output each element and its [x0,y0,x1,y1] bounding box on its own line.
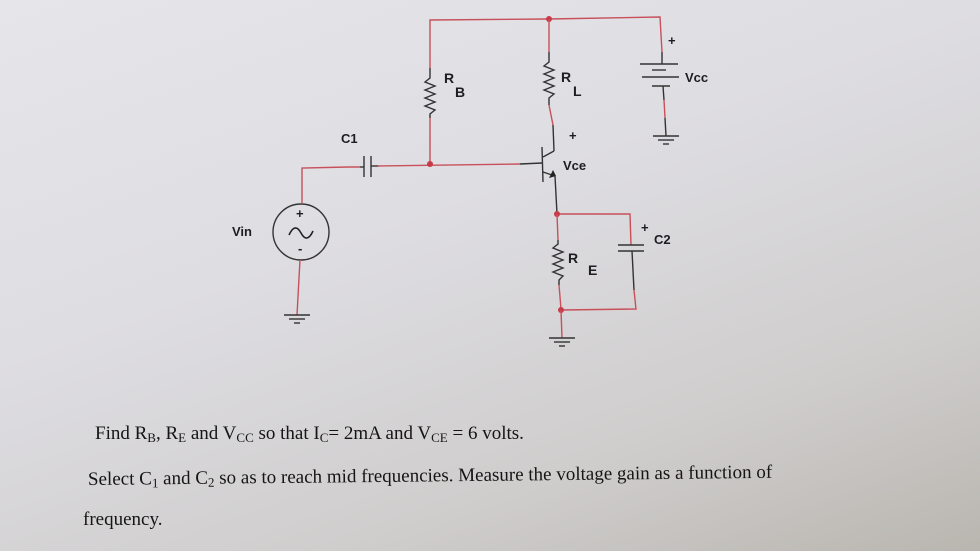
c1-label: C1 [341,131,358,146]
c2-label: C2 [654,232,671,247]
rl-label-sub: L [573,83,582,99]
subscript: B [147,430,156,445]
emitter-bottom-wire [560,289,637,311]
re-label-sub: E [588,262,597,278]
vcc-label: Vcc [685,70,708,85]
rl-label: R [561,69,571,85]
emitter-bypass-wire [557,213,632,246]
rb-label-sub: B [455,84,465,100]
circuit-schematic: R B R L + Vcc C1 [232,16,708,347]
text-segment: Find R [95,423,148,444]
resistor-rl [542,19,556,152]
capacitor-c1 [360,156,378,177]
vin-label: Vin [232,224,252,239]
vin-minus: - [298,241,302,256]
capacitor-c2 [618,244,644,291]
vin-plus: + [296,206,304,221]
subscript: CE [431,430,448,445]
text-segment: and C [158,467,209,490]
subscript: C [319,430,329,445]
rb-label: R [444,70,454,86]
vcc-plus: + [668,33,676,48]
text-segment: so as to reach mid frequencies. Measure … [214,461,773,489]
text-segment: so that I [253,423,320,444]
text-segment: = 2mA and V [328,423,432,444]
c2-plus: + [641,220,649,235]
text-segment: and V [186,423,237,444]
subscript: E [178,430,187,445]
input-wire [301,166,360,203]
resistor-re [551,213,565,310]
problem-statement-line3: frequency. [83,509,163,530]
ground-icon-vcc [653,135,679,145]
battery-vcc [640,52,679,137]
base-wire [377,163,521,167]
ground-icon-vin [284,314,310,324]
re-label: R [568,250,578,266]
top-rail-wire [429,16,663,68]
base-wire-end [519,162,543,165]
problem-statement-line1: Find RB, RE and VCC so that IC= 2mA and … [95,424,524,444]
subscript: CC [236,430,254,445]
vce-label: Vce [563,158,586,173]
emitter-ground-wire [560,309,563,339]
ground-icon-emitter [549,337,575,347]
ac-source-vin [272,203,330,261]
problem-statement-line2: Select C1 and C2 so as to reach mid freq… [87,461,773,490]
text-segment: = 6 volts. [447,423,524,444]
text-segment: , R [155,423,179,444]
vin-ground-wire [296,259,301,316]
resistor-rb [423,68,437,163]
transistor-npn [541,146,558,215]
vce-plus: + [569,128,577,143]
junction-node-base [427,161,433,167]
text-segment: Select C [87,468,152,490]
